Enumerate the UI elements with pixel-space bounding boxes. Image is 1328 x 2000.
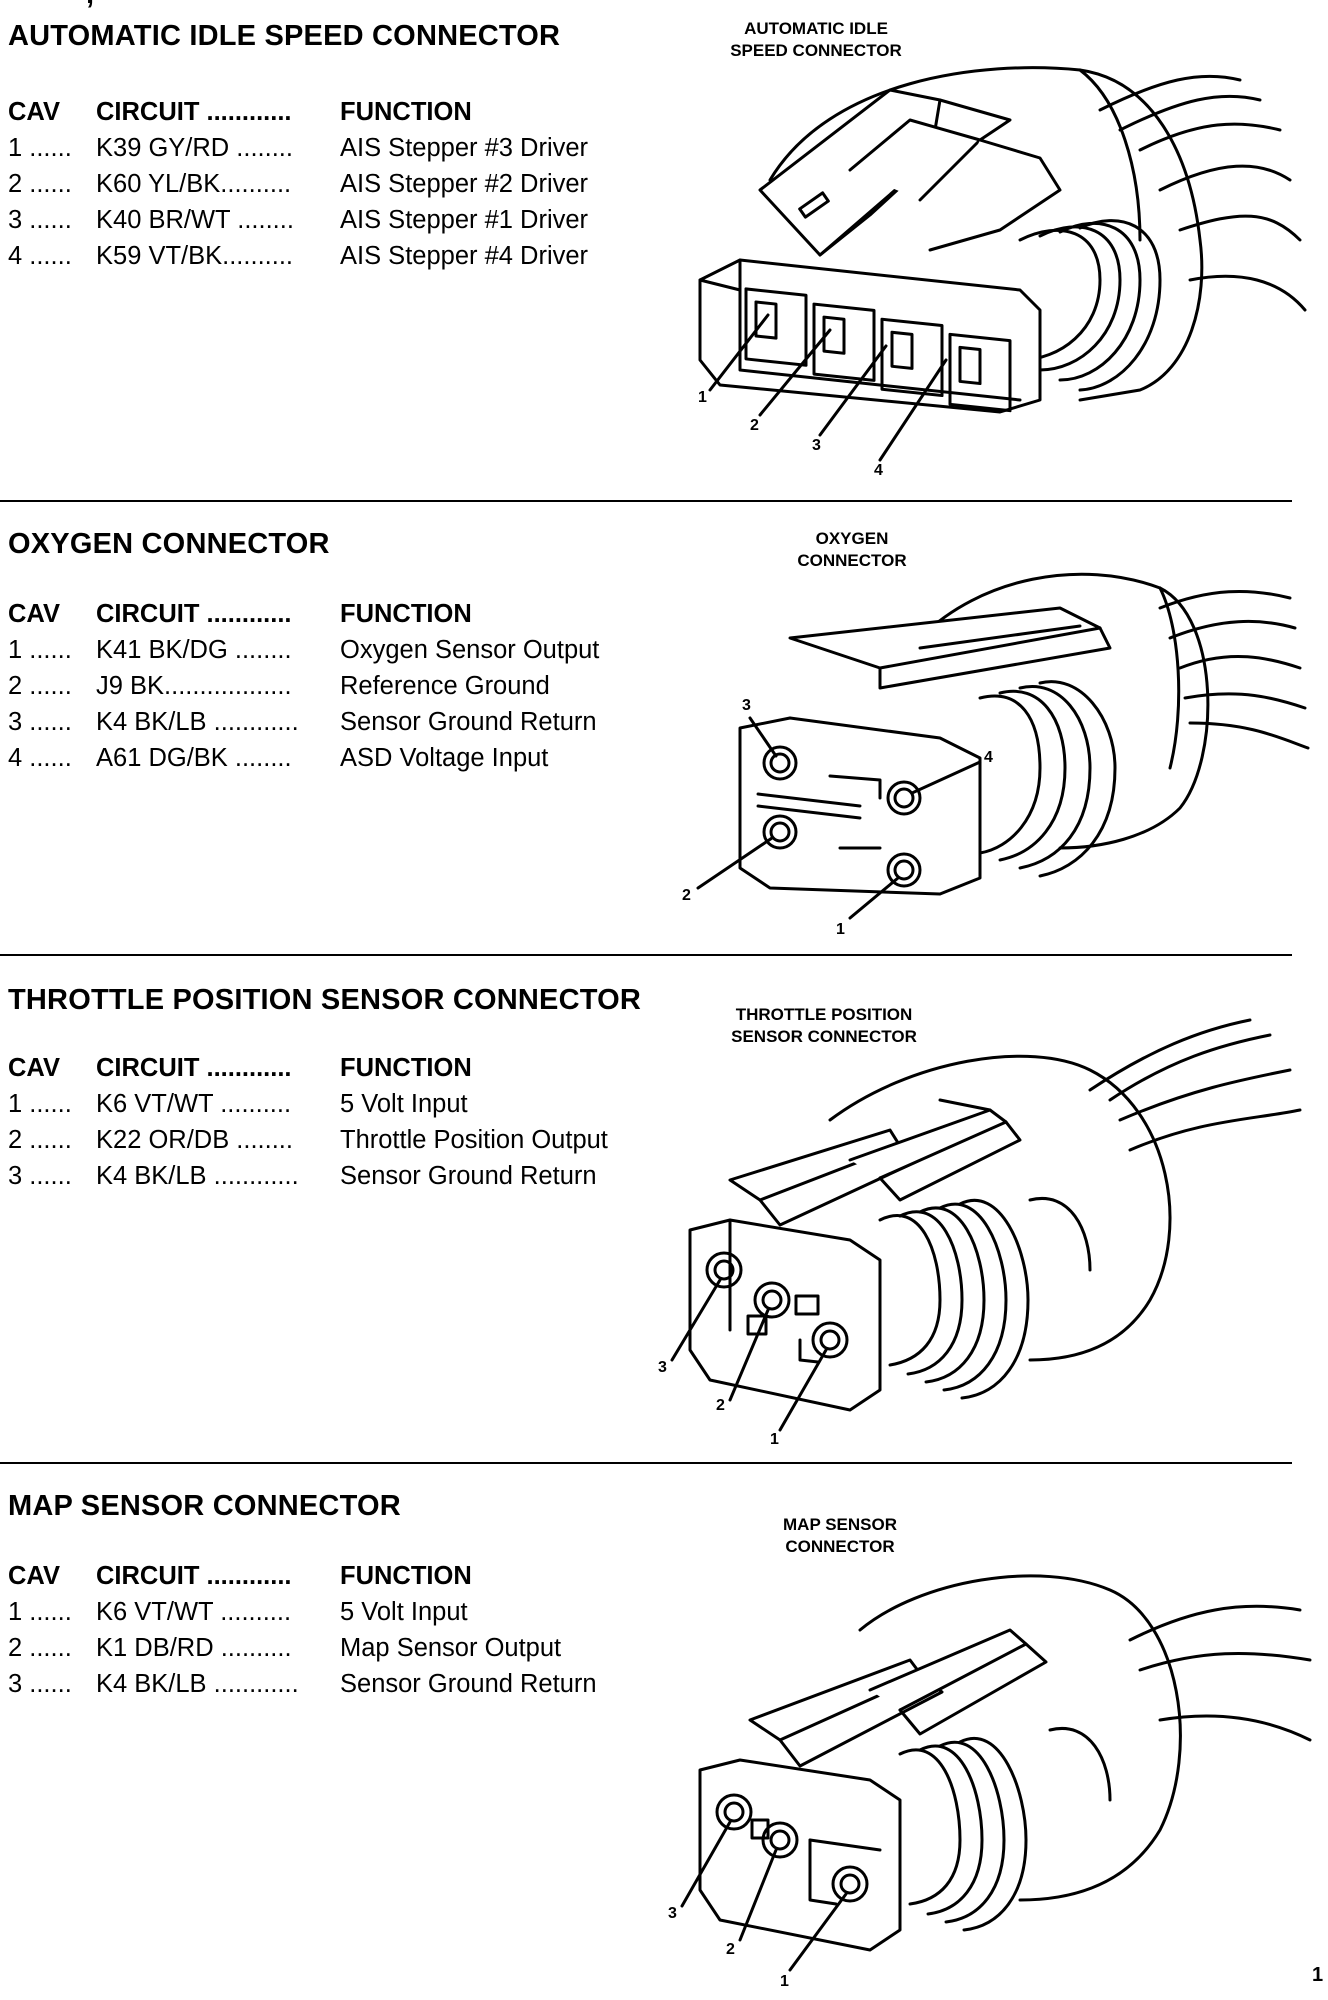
pin-label: 1 (836, 921, 845, 938)
cell-cav: 1 ...... (8, 636, 72, 664)
cell-cav: 4 ...... (8, 242, 72, 270)
section-title-ais: AUTOMATIC IDLE SPEED CONNECTOR (8, 20, 561, 52)
pin-label: 4 (984, 749, 993, 766)
cell-cav: 1 ...... (8, 1598, 72, 1626)
cell-function: Map Sensor Output (340, 1634, 562, 1662)
cell-cav: 4 ...... (8, 744, 72, 772)
pin-label: 3 (812, 437, 821, 454)
section-title-oxygen: OXYGEN CONNECTOR (8, 528, 330, 560)
cell-circuit: K39 GY/RD ........ (96, 134, 293, 162)
cell-circuit: K60 YL/BK.......... (96, 170, 292, 198)
header-circuit: CIRCUIT ............ (96, 98, 292, 126)
cell-cav: 2 ...... (8, 170, 72, 198)
cell-cav: 3 ...... (8, 708, 72, 736)
page-corner-fragment: 1 (1312, 1964, 1324, 1986)
oxygen-connector-illustration: 3 4 2 1 (682, 572, 1310, 938)
header-cav: CAV (8, 1054, 60, 1082)
header-circuit: CIRCUIT ............ (96, 600, 292, 628)
pin-label: 3 (658, 1359, 667, 1376)
cell-cav: 3 ...... (8, 1162, 72, 1190)
section-title-map: MAP SENSOR CONNECTOR (8, 1490, 401, 1522)
figure-label-map: MAP SENSOR CONNECTOR (783, 1515, 897, 1556)
pin-label: 3 (668, 1905, 677, 1922)
cell-function: Reference Ground (340, 672, 550, 700)
cell-circuit: K40 BR/WT ........ (96, 206, 294, 234)
cell-cav: 1 ...... (8, 134, 72, 162)
section-divider (0, 954, 1292, 956)
cell-circuit: K1 DB/RD .......... (96, 1634, 292, 1662)
header-function: FUNCTION (340, 1054, 472, 1082)
section-divider (0, 500, 1292, 502)
pin-label: 1 (770, 1431, 779, 1448)
cell-function: AIS Stepper #1 Driver (340, 206, 589, 234)
cell-function: AIS Stepper #4 Driver (340, 242, 589, 270)
cell-function: Sensor Ground Return (340, 1670, 597, 1698)
header-function: FUNCTION (340, 98, 472, 126)
section-title-tps: THROTTLE POSITION SENSOR CONNECTOR (8, 984, 642, 1016)
map-connector-illustration: 3 2 1 (668, 1574, 1312, 1990)
cell-cav: 2 ...... (8, 1634, 72, 1662)
figure-label-ais: AUTOMATIC IDLE SPEED CONNECTOR (730, 19, 902, 60)
pin-label: 3 (742, 697, 751, 714)
pin-label: 2 (682, 887, 691, 904)
cell-circuit: K4 BK/LB ............ (96, 1670, 299, 1698)
pin-label: 2 (716, 1397, 725, 1414)
header-cav: CAV (8, 600, 60, 628)
cell-function: 5 Volt Input (340, 1090, 468, 1118)
header-circuit: CIRCUIT ............ (96, 1054, 292, 1082)
cell-function: Oxygen Sensor Output (340, 636, 600, 664)
figure-label-tps: THROTTLE POSITION SENSOR CONNECTOR (731, 1005, 917, 1046)
cell-function: 5 Volt Input (340, 1598, 468, 1626)
cell-circuit: A61 DG/BK ........ (96, 744, 292, 772)
cell-cav: 1 ...... (8, 1090, 72, 1118)
header-function: FUNCTION (340, 600, 472, 628)
pin-label: 2 (726, 1941, 735, 1958)
cell-function: Throttle Position Output (340, 1126, 608, 1154)
cell-circuit: K22 OR/DB ........ (96, 1126, 293, 1154)
cell-cav: 2 ...... (8, 1126, 72, 1154)
cell-function: AIS Stepper #2 Driver (340, 170, 589, 198)
header-function: FUNCTION (340, 1562, 472, 1590)
cell-function: ASD Voltage Input (340, 744, 549, 772)
ais-connector-illustration: 1 2 3 4 (698, 66, 1307, 479)
cell-circuit: K59 VT/BK.......... (96, 242, 293, 270)
cell-function: Sensor Ground Return (340, 1162, 597, 1190)
cell-circuit: K4 BK/LB ............ (96, 708, 299, 736)
header-circuit: CIRCUIT ............ (96, 1562, 292, 1590)
cell-circuit: K41 BK/DG ........ (96, 636, 292, 664)
figure-label-oxygen: OXYGEN CONNECTOR (797, 529, 907, 570)
cell-cav: 2 ...... (8, 672, 72, 700)
pin-label: 2 (750, 417, 759, 434)
cell-circuit: K6 VT/WT .......... (96, 1598, 292, 1626)
cell-function: AIS Stepper #3 Driver (340, 134, 589, 162)
cell-cav: 3 ...... (8, 1670, 72, 1698)
pin-label: 1 (698, 389, 707, 406)
cell-cav: 3 ...... (8, 206, 72, 234)
header-cav: CAV (8, 98, 60, 126)
pin-label: 1 (780, 1973, 789, 1990)
pin-label: 4 (874, 462, 883, 479)
tps-connector-illustration: 3 2 1 (658, 1018, 1302, 1448)
cell-circuit: J9 BK.................. (96, 672, 292, 700)
cell-function: Sensor Ground Return (340, 708, 597, 736)
cell-circuit: K6 VT/WT .......... (96, 1090, 292, 1118)
top-fragment: , (86, 0, 94, 11)
header-cav: CAV (8, 1562, 60, 1590)
section-divider (0, 1462, 1292, 1464)
cell-circuit: K4 BK/LB ............ (96, 1162, 299, 1190)
